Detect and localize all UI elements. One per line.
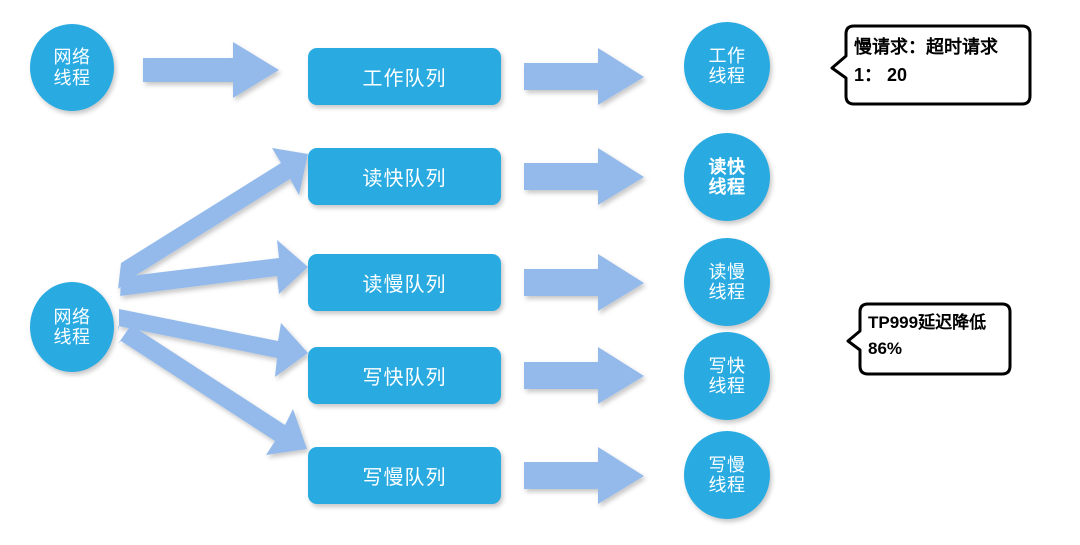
thread-circle-read-fast[interactable]: 读快 线程 (684, 133, 770, 221)
thread-read-slow-line2: 线程 (708, 282, 746, 302)
arrow-net-to-write-slow-queue (118, 325, 307, 455)
arrow-write-slow-queue-to-thread (524, 447, 644, 504)
callout-tp999-text: TP999延迟降低 86% (868, 313, 987, 359)
arrow-read-slow-queue-to-thread (524, 254, 644, 311)
queue-box-read-fast[interactable]: 读快队列 (308, 148, 501, 205)
thread-write-fast-line1: 写快 (708, 355, 746, 376)
queue-box-work[interactable]: 工作队列 (308, 48, 501, 105)
queue-label-write-slow: 写慢队列 (362, 467, 447, 489)
arrow-read-fast-queue-to-thread (524, 148, 644, 205)
thread-circle-write-fast[interactable]: 写快 线程 (684, 332, 770, 420)
source-bottom-line1: 网络 (53, 306, 91, 327)
callout-tp999-latency[interactable]: TP999延迟降低 86% (846, 296, 1018, 380)
queue-box-write-fast[interactable]: 写快队列 (308, 347, 501, 404)
arrow-net-to-read-fast-queue (118, 148, 308, 289)
thread-write-slow-line2: 线程 (708, 475, 746, 495)
queue-label-read-slow: 读慢队列 (362, 274, 447, 296)
callout-tp999-shape (846, 302, 1012, 376)
arrow-net-to-work-queue (143, 42, 279, 98)
thread-read-slow-line1: 读慢 (708, 261, 746, 282)
queue-box-read-slow[interactable]: 读慢队列 (308, 254, 501, 311)
thread-circle-read-slow[interactable]: 读慢 线程 (684, 238, 770, 326)
thread-write-slow-line1: 写慢 (708, 454, 746, 475)
arrow-net-to-read-slow-queue (120, 240, 308, 300)
source-circle-net-thread-top[interactable]: 网络 线程 (30, 24, 114, 111)
thread-read-fast-line2: 线程 (708, 177, 746, 197)
thread-read-fast-line1: 读快 (708, 156, 746, 177)
callout-slow-request-text: 慢请求：超时请求 1： 20 (854, 37, 998, 85)
thread-circle-write-slow[interactable]: 写慢 线程 (684, 431, 770, 519)
queue-label-write-fast: 写快队列 (362, 367, 447, 389)
source-bottom-line2: 线程 (53, 327, 91, 347)
callout-slow-request-ratio[interactable]: 慢请求：超时请求 1： 20 (830, 16, 1032, 108)
source-top-line1: 网络 (53, 47, 91, 68)
arrow-write-fast-queue-to-thread (524, 347, 644, 404)
queue-label-read-fast: 读快队列 (362, 168, 447, 190)
thread-work-line1: 工作 (708, 45, 746, 66)
queue-label-work: 工作队列 (362, 68, 447, 90)
source-top-line2: 线程 (53, 67, 91, 88)
queue-box-write-slow[interactable]: 写慢队列 (308, 447, 501, 504)
arrow-work-queue-to-thread (524, 48, 644, 105)
thread-write-fast-line2: 线程 (708, 376, 746, 396)
thread-work-line2: 线程 (708, 66, 746, 86)
thread-circle-work[interactable]: 工作 线程 (684, 22, 770, 110)
callout-slow-request-shape (830, 24, 1032, 106)
source-circle-net-thread-bottom[interactable]: 网络 线程 (30, 282, 114, 372)
arrow-net-to-write-fast-queue (118, 309, 308, 377)
